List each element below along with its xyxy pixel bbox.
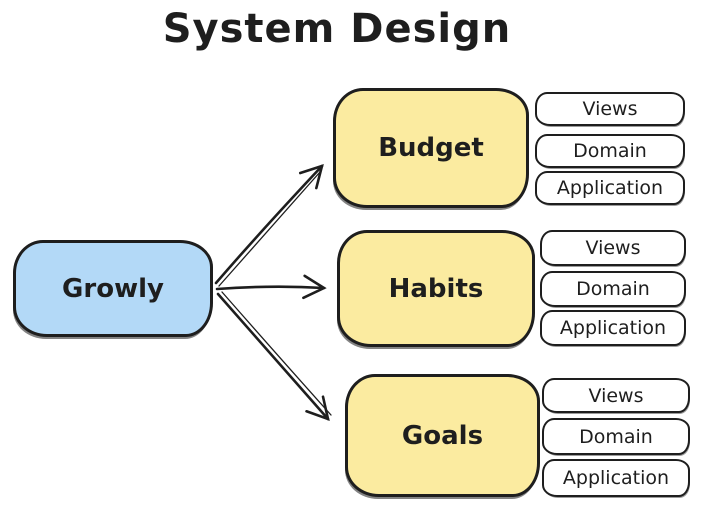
node-habits-label: Habits — [388, 273, 484, 304]
layer-goals-application: Application — [542, 459, 690, 497]
layer-budget-application: Application — [535, 171, 685, 205]
node-growly-label: Growly — [62, 273, 164, 304]
arrow-growly-to-goals-icon — [216, 291, 332, 422]
node-budget: Budget — [333, 88, 529, 208]
node-budget-label: Budget — [378, 133, 484, 163]
layer-habits-views: Views — [540, 230, 686, 266]
node-growly: Growly — [13, 240, 213, 337]
layer-goals-domain: Domain — [542, 418, 690, 455]
layer-goals-views: Views — [542, 378, 690, 413]
arrow-growly-to-habits-icon — [215, 274, 327, 300]
node-goals-label: Goals — [401, 420, 484, 451]
layer-label: Views — [585, 237, 641, 259]
layer-label: Domain — [573, 140, 647, 162]
node-habits: Habits — [337, 230, 535, 347]
layer-label: Views — [588, 384, 644, 407]
layer-label: Application — [559, 317, 667, 339]
layer-label: Views — [582, 98, 638, 120]
arrow-growly-to-budget-icon — [214, 164, 324, 287]
layer-budget-views: Views — [535, 92, 685, 126]
layer-label: Application — [562, 467, 670, 489]
layer-habits-domain: Domain — [540, 271, 686, 307]
layer-habits-application: Application — [540, 310, 686, 346]
layer-label: Application — [556, 177, 664, 199]
node-goals: Goals — [345, 374, 540, 497]
layer-label: Domain — [579, 425, 653, 448]
layer-label: Domain — [576, 278, 650, 300]
diagram-title: System Design — [162, 6, 512, 52]
layer-budget-domain: Domain — [535, 134, 685, 168]
